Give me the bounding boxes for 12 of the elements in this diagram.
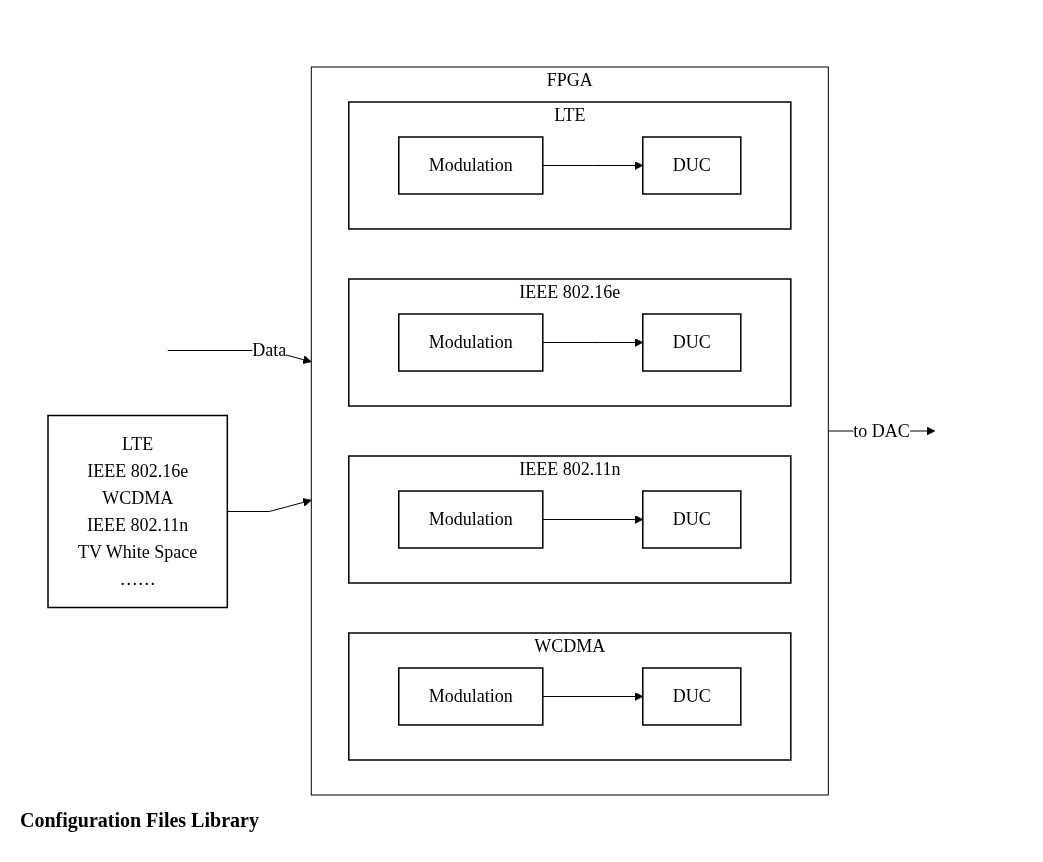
node-box: Modulation [398, 490, 544, 549]
node-box: DUC [642, 667, 742, 726]
node-box: Modulation [398, 313, 544, 372]
node-box: Modulation [398, 136, 544, 195]
edge-label: Data [252, 340, 287, 360]
node-box: DUC [642, 136, 742, 195]
node-box: DUC [642, 313, 742, 372]
node-box: Modulation [398, 667, 544, 726]
node-box: DUC [642, 490, 742, 549]
edge-label: to DAC [853, 420, 910, 441]
node-box: LTE IEEE 802.16e WCDMA IEEE 802.11n TV White Space …… [47, 414, 229, 609]
library-caption: Configuration Files Library [20, 809, 259, 832]
